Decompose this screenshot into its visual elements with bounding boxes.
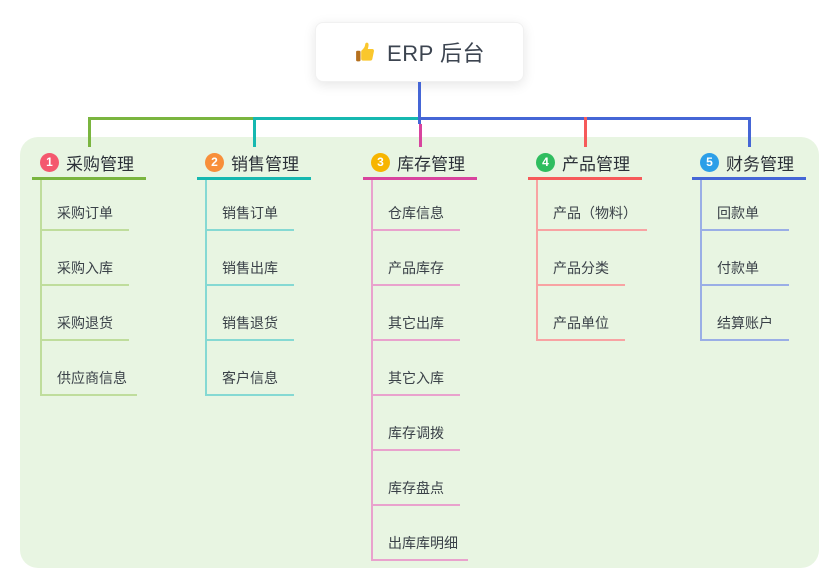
branch-header-2[interactable]: 2 销售管理 <box>197 148 311 180</box>
child-node[interactable]: 库存盘点 <box>371 479 460 506</box>
drop-line-2 <box>253 117 256 147</box>
child-node[interactable]: 出库库明细 <box>371 534 468 561</box>
bus-segment-left <box>89 117 256 120</box>
child-node[interactable]: 产品库存 <box>371 259 460 286</box>
branch-header-5[interactable]: 5 财务管理 <box>692 148 806 180</box>
group-panel <box>20 137 819 568</box>
child-node[interactable]: 采购订单 <box>40 204 129 231</box>
child-node[interactable]: 付款单 <box>700 259 789 286</box>
bus-segment-mid <box>254 117 422 120</box>
drop-line-4 <box>584 117 587 147</box>
child-node[interactable]: 销售退货 <box>205 314 294 341</box>
child-node[interactable]: 采购退货 <box>40 314 129 341</box>
root-node-label: ERP 后台 <box>387 41 485 66</box>
drop-line-5 <box>748 117 751 147</box>
child-node[interactable]: 产品（物料） <box>536 204 647 231</box>
branch-child-connector <box>371 180 373 561</box>
branch-number-badge: 3 <box>371 153 390 172</box>
child-node[interactable]: 客户信息 <box>205 369 294 396</box>
child-node[interactable]: 库存调拨 <box>371 424 460 451</box>
branch-3: 3 库存管理仓库信息产品库存其它出库其它入库库存调拨库存盘点出库库明细 <box>363 148 477 561</box>
root-stem <box>418 82 421 124</box>
branch-header-4[interactable]: 4 产品管理 <box>528 148 642 180</box>
branch-label: 采购管理 <box>66 155 134 174</box>
branch-number-badge: 2 <box>205 153 224 172</box>
branch-label: 销售管理 <box>231 155 299 174</box>
drop-line-1 <box>88 117 91 147</box>
branch-header-3[interactable]: 3 库存管理 <box>363 148 477 180</box>
branch-child-connector <box>40 180 42 396</box>
branch-4: 4 产品管理产品（物料） 产品分类产品单位 <box>528 148 647 341</box>
branch-1: 1 采购管理采购订单采购入库采购退货供应商信息 <box>32 148 146 396</box>
child-node[interactable]: 其它入库 <box>371 369 460 396</box>
branch-2: 2 销售管理销售订单销售出库销售退货客户信息 <box>197 148 311 396</box>
branch-number-badge: 5 <box>700 153 719 172</box>
child-node[interactable]: 产品单位 <box>536 314 625 341</box>
root-node[interactable]: ERP 后台 <box>315 22 524 82</box>
drop-line-3 <box>419 124 422 147</box>
branch-number-badge: 4 <box>536 153 555 172</box>
child-node[interactable]: 产品分类 <box>536 259 625 286</box>
child-node[interactable]: 销售订单 <box>205 204 294 231</box>
child-node[interactable]: 其它出库 <box>371 314 460 341</box>
child-node[interactable]: 仓库信息 <box>371 204 460 231</box>
branch-5: 5 财务管理回款单付款单结算账户 <box>692 148 806 341</box>
branch-number-badge: 1 <box>40 153 59 172</box>
child-node[interactable]: 采购入库 <box>40 259 129 286</box>
child-node[interactable]: 结算账户 <box>700 314 789 341</box>
branch-label: 产品管理 <box>562 155 630 174</box>
child-node[interactable]: 回款单 <box>700 204 789 231</box>
branch-header-1[interactable]: 1 采购管理 <box>32 148 146 180</box>
branch-child-connector <box>205 180 207 396</box>
child-node[interactable]: 供应商信息 <box>40 369 137 396</box>
branch-child-connector <box>700 180 702 341</box>
thumbs-up-icon <box>356 42 375 61</box>
child-node[interactable]: 销售出库 <box>205 259 294 286</box>
branch-label: 财务管理 <box>726 155 794 174</box>
branch-child-connector <box>536 180 538 341</box>
branch-label: 库存管理 <box>397 155 465 174</box>
